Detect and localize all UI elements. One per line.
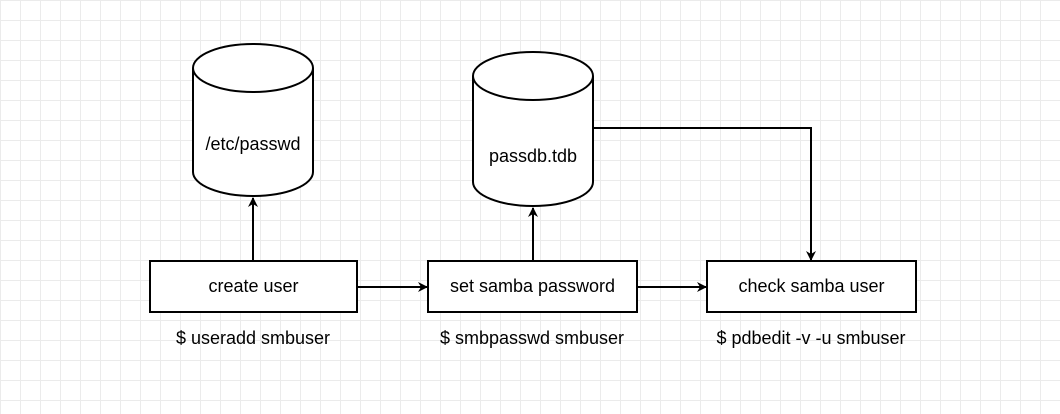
- passdb-tdb-cylinder-top: [472, 51, 594, 101]
- set-samba-password-box[interactable]: set samba password: [427, 260, 638, 313]
- passdb-tdb-cylinder-body: [472, 76, 594, 207]
- passdb-tdb-database[interactable]: passdb.tdb: [472, 51, 594, 207]
- pdbedit-command: $ pdbedit -v -u smbuser: [716, 328, 905, 348]
- passdb-tdb-label: passdb.tdb: [489, 146, 577, 166]
- smbpasswd-command: $ smbpasswd smbuser: [440, 328, 624, 348]
- create-user-label: create user: [208, 276, 298, 296]
- etc-passwd-database[interactable]: /etc/passwd: [192, 43, 314, 197]
- useradd-command: $ useradd smbuser: [176, 328, 330, 348]
- arrow-passdb-to-check-user: [593, 127, 816, 261]
- create-user-box[interactable]: create user: [149, 260, 358, 313]
- set-samba-password-label: set samba password: [450, 276, 615, 296]
- check-samba-user-label: check samba user: [738, 276, 884, 296]
- check-samba-user-rect: [706, 260, 917, 313]
- create-user-rect: [149, 260, 358, 313]
- etc-passwd-cylinder-body: [192, 68, 314, 197]
- etc-passwd-label: /etc/passwd: [205, 134, 300, 154]
- check-samba-user-box[interactable]: check samba user: [706, 260, 917, 313]
- etc-passwd-cylinder-top: [192, 43, 314, 93]
